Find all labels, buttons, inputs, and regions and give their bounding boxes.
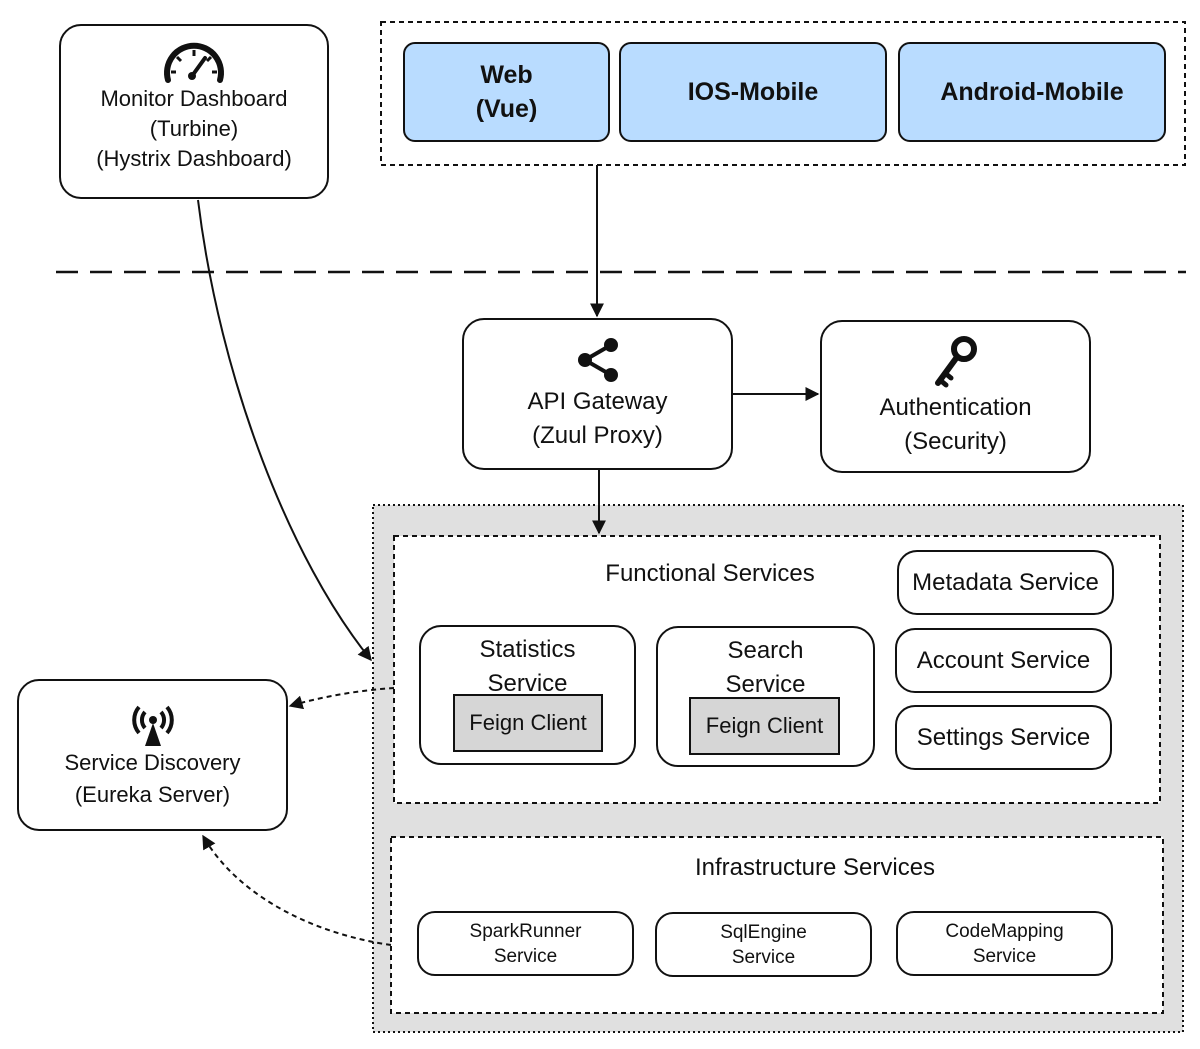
settings-service-node: Settings Service: [895, 705, 1112, 770]
functional-to-discovery-arrow: [288, 687, 395, 710]
sqlengine-service-title: SqlEngine: [720, 921, 807, 943]
ios-client-label: IOS-Mobile: [687, 78, 819, 106]
speedometer-icon: [164, 42, 224, 83]
api-gateway-subtitle: (Zuul Proxy): [532, 422, 663, 449]
monitor-dashboard-title: Monitor Dashboard: [100, 86, 288, 111]
statistics-feign-client: Feign Client: [453, 694, 603, 752]
service-discovery-subtitle: (Eureka Server): [74, 782, 231, 807]
infrastructure-to-discovery-arrow: [202, 834, 392, 946]
api-gateway-title: API Gateway: [527, 388, 668, 415]
authentication-subtitle: (Security): [904, 427, 1007, 455]
sparkrunner-service-node: SparkRunner Service: [417, 911, 634, 976]
sparkrunner-service-title: SparkRunner: [469, 920, 582, 942]
service-discovery-node: Service Discovery (Eureka Server): [17, 679, 288, 831]
web-client: Web (Vue): [403, 42, 610, 142]
authentication-node: Authentication (Security): [820, 320, 1091, 473]
monitor-dashboard-node: Monitor Dashboard (Turbine) (Hystrix Das…: [59, 24, 329, 199]
share-icon: [577, 338, 618, 382]
codemapping-service-subtitle: Service: [972, 945, 1037, 967]
monitor-dashboard-turbine: (Turbine): [149, 116, 239, 141]
sparkrunner-service-subtitle: Service: [493, 945, 558, 967]
android-client-label: Android-Mobile: [940, 78, 1124, 106]
web-client-label: Web: [480, 61, 533, 89]
monitor-to-services-arrow: [197, 199, 372, 662]
account-service-node: Account Service: [895, 628, 1112, 693]
search-feign-client: Feign Client: [689, 697, 840, 755]
broadcast-tower-icon: [131, 705, 174, 746]
api-gateway-node: API Gateway (Zuul Proxy): [462, 318, 733, 470]
statistics-service-title: Statistics: [479, 636, 576, 663]
sqlengine-service-node: SqlEngine Service: [655, 912, 872, 977]
web-client-sublabel: (Vue): [475, 95, 538, 123]
search-service-title: Search: [727, 637, 804, 664]
authentication-title: Authentication: [879, 393, 1032, 421]
infrastructure-services-title: Infrastructure Services: [694, 854, 936, 881]
service-discovery-title: Service Discovery: [64, 750, 241, 775]
statistics-service-subtitle: Service: [487, 670, 568, 697]
android-client: Android-Mobile: [898, 42, 1166, 142]
monitor-dashboard-hystrix: (Hystrix Dashboard): [96, 146, 292, 171]
metadata-service-node: Metadata Service: [897, 550, 1114, 615]
sqlengine-service-subtitle: Service: [731, 946, 796, 968]
codemapping-service-title: CodeMapping: [945, 920, 1064, 942]
key-icon: [934, 335, 977, 387]
codemapping-service-node: CodeMapping Service: [896, 911, 1113, 976]
search-service-subtitle: Service: [725, 671, 806, 698]
ios-client: IOS-Mobile: [619, 42, 887, 142]
functional-services-title: Functional Services: [605, 560, 815, 587]
